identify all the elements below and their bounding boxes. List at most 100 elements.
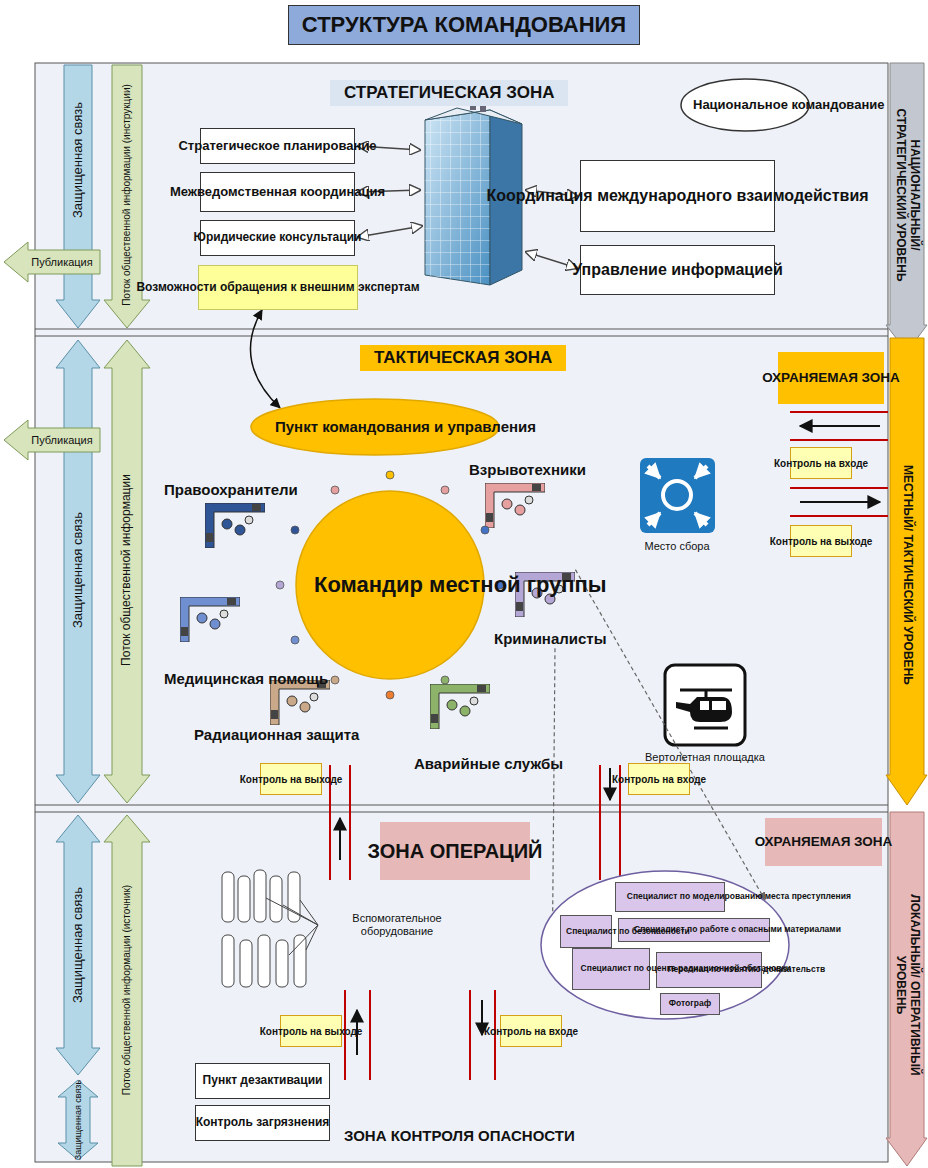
team-label: Взрывотехники: [455, 458, 600, 481]
node-text: Контроль загрязнения: [182, 1113, 344, 1133]
building-links: [358, 146, 577, 268]
ellipse-node: Пункт командования и управления: [250, 398, 500, 456]
assembly-point-icon: [640, 458, 715, 533]
assembly-point-icon: [648, 466, 707, 525]
node-text: Национальное командование: [679, 95, 811, 116]
process-box: Управление информацией: [580, 245, 775, 295]
node-text: ОХРАНЯЕМАЯ ЗОНА: [748, 367, 914, 389]
ellipse-node: Национальное командование: [680, 78, 810, 132]
zone-band: ЗОНА КОНТРОЛЯ ОПАСНОСТИЗОНА ОПЕРАЦИЙОХРА…: [35, 812, 888, 1162]
node-text: Управление информацией: [558, 258, 797, 282]
equipment-cylinders: [222, 935, 234, 987]
icon-label: Место сбора: [622, 537, 732, 555]
ellipse-shape: [541, 871, 789, 1019]
assembly-point-icon: [695, 466, 707, 478]
icon-label: Вспомогательное оборудование: [322, 916, 472, 934]
team-desks: [485, 483, 545, 528]
specialist-box: Фотограф: [660, 993, 720, 1015]
icon-label: Вертолетная площадка: [635, 748, 775, 766]
assembly-point-icon: [640, 458, 715, 533]
zone-heading: ЗОНА КОНТРОЛЯ ОПАСНОСТИ: [330, 1124, 589, 1147]
access-control-lines: [609, 768, 611, 800]
ellipse-shape: [296, 491, 484, 679]
specialist-box: Специалист по безопасности: [560, 915, 612, 948]
node-text: Возможности обращения к внешним эксперта…: [122, 278, 433, 298]
team-label: Медицинская помощь: [150, 667, 342, 690]
team-group: Радиационная защита: [180, 678, 370, 746]
building-illustration: [425, 108, 522, 124]
level-arrows: [886, 338, 927, 805]
node-text: Персонал по изъятию доказательств: [653, 962, 764, 978]
team-group: Взрывотехники: [455, 458, 585, 538]
equipment-cylinders: [294, 935, 306, 987]
team-group: Аварийные службы: [400, 680, 515, 775]
node-text: Межведомственная координация: [156, 182, 399, 203]
helipad-icon: [700, 701, 709, 710]
building-illustration: [425, 88, 522, 285]
team-desks: [180, 597, 240, 642]
access-control-lines: [339, 818, 341, 860]
team-label: Аварийные службы: [400, 752, 577, 775]
team-desks: [430, 684, 490, 729]
building-illustration: [425, 110, 490, 285]
assembly-point-icon: [648, 513, 660, 525]
specialist-box: Специалист по работе с опасными материал…: [618, 918, 770, 942]
access-control-lines: [330, 765, 620, 880]
building-links: [526, 252, 577, 268]
node-text: Контроль на входе: [760, 455, 882, 472]
flow-arrow-label: Поток общественной информации (источник): [114, 860, 140, 1120]
process-box: Возможности обращения к внешним эксперта…: [198, 265, 358, 310]
commander-dots: [276, 581, 284, 589]
equipment-cylinders: [240, 940, 252, 987]
process-box: ЗОНА ОПЕРАЦИЙ: [380, 822, 530, 880]
commander-dots: [481, 526, 489, 534]
level-arrows: [886, 812, 927, 1166]
flow-arrow-label: МЕСТНЫЙ/ ТАКТИЧЕСКИЙ УРОВЕНЬ: [890, 465, 924, 685]
node-text: Контроль на выходе: [226, 771, 357, 788]
team-label: Правоохранители: [150, 478, 312, 501]
connector: [553, 648, 556, 934]
helipad-icon: [665, 665, 745, 745]
flow-arrow-label: Поток общественной информации: [114, 440, 140, 700]
zone-frame: [35, 63, 888, 1162]
assembly-point-icon: [648, 466, 660, 478]
process-box: Стратегическое планирование: [200, 128, 355, 164]
commander-dots: [331, 676, 339, 684]
commander-dots: [291, 526, 299, 534]
zone-band: ТАКТИЧЕСКАЯ ЗОНАОХРАНЯЕМАЯ ЗОНАКонтроль …: [35, 338, 888, 805]
commander-dots: [441, 676, 449, 684]
team-group: Правоохранители: [150, 478, 300, 563]
left-flow-arrows: [104, 815, 150, 1166]
node-text: Пункт командования и управления: [261, 415, 489, 438]
zone-heading: ТАКТИЧЕСКАЯ ЗОНА: [360, 345, 566, 371]
node-text: Пункт дезактивации: [189, 1071, 337, 1091]
node-text: Юридические консультации: [180, 228, 376, 248]
flow-arrow-label: НАЦИОНАЛЬНЫЙ/ СТРАТЕГИЧЕСКИЙ УРОВЕНЬ: [890, 85, 924, 305]
access-control-lines: [345, 990, 495, 1080]
node-text: Командир местной группы: [300, 569, 480, 600]
left-flow-arrows: [104, 340, 150, 803]
equipment-cylinders: [222, 870, 306, 987]
node-text: Специалист по работе с опасными материал…: [620, 922, 768, 938]
flow-arrow-label: Защищенная связь: [65, 60, 91, 260]
control-point-box: Контроль на входе: [790, 447, 852, 479]
equipment-cylinders: [276, 940, 288, 987]
commander-dots: [291, 636, 299, 644]
team-group: Криминалисты: [470, 568, 640, 650]
control-point-box: Контроль на выходе: [790, 525, 852, 557]
ellipse-shape: [251, 399, 499, 455]
zone-heading: СТРАТЕГИЧЕСКАЯ ЗОНА: [330, 80, 568, 106]
flow-arrow-label: Защищенная связь: [65, 845, 91, 1045]
node-text: Координация международного взаимодействи…: [472, 184, 882, 208]
title-text: СТРУКТУРА КОМАНДОВАНИЯ: [302, 12, 626, 37]
icon-label: Публикация: [22, 430, 102, 450]
helipad-icon: [665, 665, 745, 745]
commander-dots: [276, 471, 504, 699]
assembly-point-icon: [663, 481, 691, 509]
process-box: Юридические консультации: [200, 220, 355, 256]
equipment-cylinders: [270, 876, 282, 922]
ellipse-node: Специалист по моделированию места престу…: [540, 870, 790, 1020]
node-text: Контроль на входе: [470, 1023, 592, 1040]
commander-dots: [441, 486, 449, 494]
node-text: ЗОНА ОПЕРАЦИЙ: [354, 837, 557, 866]
